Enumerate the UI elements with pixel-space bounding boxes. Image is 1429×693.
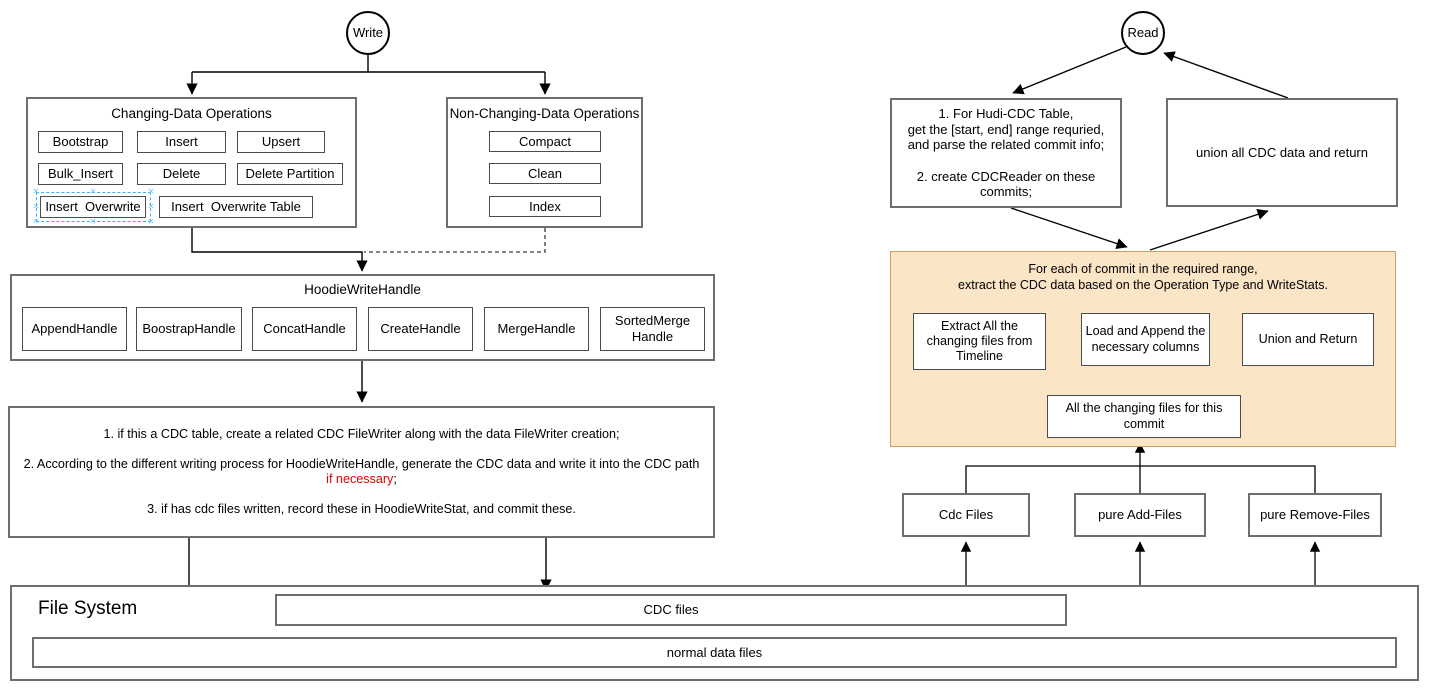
op-delete[interactable]: Delete	[137, 163, 226, 185]
normal-data-files-label: normal data files	[666, 644, 763, 660]
extract-changing-files-text: Extract All the changing files from Time…	[926, 318, 1033, 364]
union-all-cdc-box[interactable]: union all CDC data and return	[1166, 98, 1398, 207]
changing-data-operations-title: Changing-Data Operations	[111, 106, 272, 121]
pure-add-files-label: pure Add-Files	[1098, 507, 1182, 523]
note-line-3: 3. if has cdc files written, record thes…	[147, 502, 576, 516]
all-changing-files-box[interactable]: All the changing files for this commit	[1047, 395, 1241, 438]
handle-boostrap[interactable]: BoostrapHandle	[136, 307, 242, 351]
handle-label: ConcatHandle	[263, 321, 346, 337]
pure-remove-files-label: pure Remove-Files	[1260, 507, 1370, 523]
handle-label: AppendHandle	[31, 321, 118, 337]
op-label: Delete	[162, 166, 201, 182]
write-node[interactable]: Write	[346, 11, 390, 55]
note-line-1: 1. if this a CDC table, create a related…	[103, 426, 620, 441]
op-compact[interactable]: Compact	[489, 131, 601, 152]
op-delete-partition[interactable]: Delete Partition	[237, 163, 343, 185]
normal-data-files-box[interactable]: normal data files	[32, 637, 1397, 668]
union-and-return-text: Union and Return	[1258, 331, 1358, 346]
op-label: Upsert	[261, 134, 301, 150]
all-changing-files-text: All the changing files for this commit	[1065, 401, 1223, 431]
extract-changing-files-box[interactable]: Extract All the changing files from Time…	[913, 313, 1046, 370]
op-label: Delete Partition	[245, 166, 335, 182]
handle-create[interactable]: CreateHandle	[368, 307, 473, 351]
op-label: Insert Overwrite Table	[171, 199, 301, 215]
op-clean[interactable]: Clean	[489, 163, 601, 184]
cdc-files-group-label: Cdc Files	[938, 507, 994, 523]
pure-remove-files-box[interactable]: pure Remove-Files	[1248, 493, 1382, 537]
read-step-box[interactable]: 1. For Hudi-CDC Table, get the [start, e…	[890, 98, 1122, 208]
op-label: Insert Overwrite	[45, 199, 141, 215]
op-bulk-insert[interactable]: Bulk_Insert	[38, 163, 123, 185]
op-bootstrap[interactable]: Bootstrap	[38, 131, 123, 153]
op-label: Bootstrap	[52, 134, 109, 150]
handle-label: BoostrapHandle	[142, 321, 236, 337]
handle-merge[interactable]: MergeHandle	[484, 307, 589, 351]
per-commit-title-line2: extract the CDC data based on the Operat…	[958, 278, 1328, 293]
cdc-files-group-box[interactable]: Cdc Files	[902, 493, 1030, 537]
union-and-return-box[interactable]: Union and Return	[1242, 313, 1374, 366]
handle-label: SortedMerge Handle	[614, 313, 691, 344]
handle-sorted-merge[interactable]: SortedMerge Handle	[600, 307, 705, 351]
handle-label: MergeHandle	[497, 321, 576, 337]
load-append-columns-box[interactable]: Load and Append the necessary columns	[1081, 313, 1210, 366]
op-insert[interactable]: Insert	[137, 131, 226, 153]
hoodie-write-handle-group[interactable]: HoodieWriteHandle	[10, 274, 715, 361]
op-label: Compact	[518, 133, 572, 149]
handle-concat[interactable]: ConcatHandle	[252, 307, 357, 351]
note-line-2-text: 2. According to the different writing pr…	[23, 456, 700, 471]
write-label: Write	[352, 25, 384, 41]
op-label: Insert	[165, 134, 198, 150]
read-node[interactable]: Read	[1121, 11, 1165, 55]
op-label: Bulk_Insert	[47, 166, 114, 182]
note-line-2-highlight: if necessary	[326, 472, 394, 486]
cdc-write-notes-box[interactable]: 1. if this a CDC table, create a related…	[8, 406, 715, 538]
op-insert-overwrite[interactable]: Insert Overwrite	[40, 196, 146, 218]
non-changing-data-operations-title: Non-Changing-Data Operations	[449, 106, 640, 121]
hoodie-write-handle-title: HoodieWriteHandle	[304, 282, 421, 297]
load-append-columns-text: Load and Append the necessary columns	[1085, 324, 1206, 354]
op-label: Clean	[528, 165, 562, 181]
per-commit-title-line1: For each of commit in the required range…	[1028, 262, 1258, 276]
handle-label: CreateHandle	[380, 321, 461, 337]
op-upsert[interactable]: Upsert	[237, 131, 325, 153]
op-index[interactable]: Index	[489, 196, 601, 217]
per-commit-title: For each of commit in the required range…	[891, 261, 1395, 294]
op-label: Index	[529, 198, 561, 214]
cdc-files-store-label: CDC files	[643, 602, 699, 618]
handle-append[interactable]: AppendHandle	[22, 307, 127, 351]
note-line-2: 2. According to the different writing pr…	[20, 457, 703, 487]
pure-add-files-box[interactable]: pure Add-Files	[1074, 493, 1206, 537]
read-step-text: 1. For Hudi-CDC Table, get the [start, e…	[907, 106, 1105, 200]
op-insert-overwrite-table[interactable]: Insert Overwrite Table	[159, 196, 313, 218]
union-all-cdc-text: union all CDC data and return	[1196, 144, 1368, 160]
note-line-2-suffix: ;	[393, 472, 397, 486]
file-system-title: File System	[38, 598, 138, 619]
cdc-files-store-box[interactable]: CDC files	[275, 594, 1067, 626]
read-label: Read	[1127, 25, 1159, 41]
